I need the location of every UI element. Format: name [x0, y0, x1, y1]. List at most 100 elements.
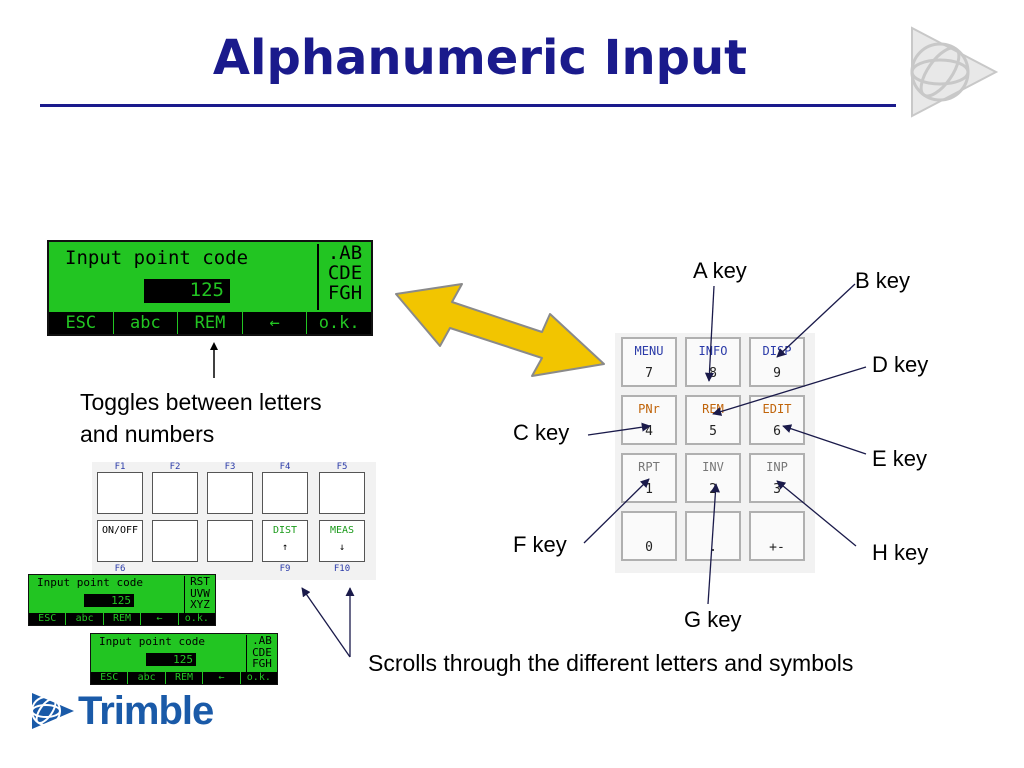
softkey-abc[interactable]: abc [128, 672, 166, 684]
f2-key[interactable] [152, 472, 198, 514]
lcd-letters-row: FGH [252, 657, 272, 671]
keypad-key-plusminus[interactable]: +- [749, 511, 805, 561]
brand-wordmark: Trimble [78, 688, 214, 733]
lcd-letter-panel: .AB CDE FGH [317, 242, 371, 310]
title-divider [40, 104, 896, 107]
keypad-key-number: 1 [645, 482, 653, 497]
meas-key[interactable]: MEAS ↓ [319, 520, 365, 562]
softkey-backspace[interactable]: ← [243, 312, 308, 334]
keypad-key-number: 9 [773, 366, 781, 381]
meas-key-label: MEAS [329, 525, 355, 536]
page-title: Alphanumeric Input [212, 30, 748, 86]
keypad-key-label: INV [702, 460, 724, 474]
f5-key[interactable] [319, 472, 365, 514]
keypad-key-6[interactable]: EDIT 6 [749, 395, 805, 445]
lcd-prompt: Input point code [65, 247, 249, 269]
trimble-logo: Trimble [28, 686, 214, 736]
lcd-input-field[interactable]: 125 [146, 653, 196, 666]
softkey-rem[interactable]: REM [104, 613, 142, 625]
lcd-input-field[interactable]: 125 [84, 594, 134, 607]
lcd-letters-row: XYZ [190, 598, 210, 612]
softkey-abc[interactable]: abc [114, 312, 179, 334]
lcd-softkey-bar: ESC abc REM ← o.k. [29, 613, 215, 625]
callout-a-key: A key [693, 258, 747, 283]
fkey-label: F6 [114, 564, 126, 574]
keypad-key-0[interactable]: 0 [621, 511, 677, 561]
keypad-key-label: INFO [698, 344, 728, 358]
globe-logo-icon [910, 26, 999, 118]
fkey-label: F10 [333, 564, 351, 574]
keypad-key-number: 0 [645, 540, 653, 555]
on-off-key-label: ON/OFF [101, 525, 139, 536]
keypad-key-label: EDIT [762, 402, 792, 416]
lcd-softkey-bar: ESC abc REM ← o.k. [91, 672, 277, 684]
softkey-ok[interactable]: o.k. [318, 313, 360, 333]
fkey-label: F5 [336, 462, 348, 472]
small-lcd-display: Input point code 125 RST UVW XYZ ESC abc… [28, 574, 216, 626]
lcd-input-field[interactable]: 125 [144, 279, 230, 303]
toggle-annotation: Toggles between letters and numbers [80, 386, 322, 450]
toggle-annotation-line: and numbers [80, 421, 215, 447]
fkey-label: F2 [169, 462, 181, 472]
keypad-key-number: . [709, 540, 717, 555]
keypad-key-number: +- [769, 540, 785, 555]
dist-key-label: DIST [272, 525, 298, 536]
softkey-esc[interactable]: ESC [49, 312, 114, 334]
keypad-key-label: RPT [638, 460, 660, 474]
softkey-backspace[interactable]: ← [203, 672, 241, 684]
fkey-label: F4 [279, 462, 291, 472]
softkey-abc[interactable]: abc [66, 613, 104, 625]
softkey-rem[interactable]: REM [178, 312, 243, 334]
lcd-letters-row: UVW [190, 586, 210, 600]
lcd-letter-panel: .AB CDE FGH [246, 635, 277, 673]
scroll-down-icon: ↓ [338, 542, 346, 553]
keypad-key-1[interactable]: RPT 1 [621, 453, 677, 503]
callout-h-key: H key [872, 540, 929, 565]
dist-key[interactable]: DIST ↑ [262, 520, 308, 562]
keypad-key-label: INP [766, 460, 788, 474]
callout-b-key: B key [855, 268, 911, 293]
keypad-key-label: PNr [638, 402, 660, 416]
lcd-letters-row: RST [190, 575, 210, 588]
scroll-up-icon: ↑ [281, 542, 289, 553]
f3-key[interactable] [207, 472, 253, 514]
softkey-esc[interactable]: ESC [91, 672, 129, 684]
lcd-letters-row: FGH [327, 281, 363, 304]
lcd-letters-row: CDE [252, 645, 272, 659]
keypad-key-number: 6 [773, 424, 781, 439]
f8-key[interactable] [207, 520, 253, 562]
f7-key[interactable] [152, 520, 198, 562]
softkey-ok[interactable]: o.k. [184, 613, 209, 624]
lcd-letters-row: .AB [252, 634, 272, 647]
callout-c-key: C key [513, 420, 570, 445]
softkey-rem[interactable]: REM [166, 672, 204, 684]
on-off-key[interactable]: ON/OFF [97, 520, 143, 562]
main-lcd-display: Input point code 125 .AB CDE FGH ESC abc… [47, 240, 373, 336]
keypad-key-number: 5 [709, 424, 717, 439]
small-lcd-display: Input point code 125 .AB CDE FGH ESC abc… [90, 633, 278, 685]
lcd-letters-row: CDE [327, 261, 363, 284]
softkey-backspace[interactable]: ← [141, 613, 179, 625]
lcd-letters-row: .AB [327, 242, 363, 264]
fkey-label: F1 [114, 462, 126, 472]
f4-key[interactable] [262, 472, 308, 514]
f1-key[interactable] [97, 472, 143, 514]
lcd-prompt: Input point code [37, 576, 143, 589]
callout-g-key: G key [684, 607, 742, 632]
scroll-annotation: Scrolls through the different letters an… [368, 650, 854, 676]
lcd-letter-panel: RST UVW XYZ [184, 576, 215, 614]
up-arrow-icon [210, 342, 218, 378]
softkey-esc[interactable]: ESC [29, 613, 67, 625]
softkey-ok[interactable]: o.k. [246, 672, 271, 683]
fkey-label: F3 [224, 462, 236, 472]
callout-d-key: D key [872, 352, 929, 377]
lcd-prompt: Input point code [99, 635, 205, 648]
double-arrow-icon [395, 283, 605, 377]
